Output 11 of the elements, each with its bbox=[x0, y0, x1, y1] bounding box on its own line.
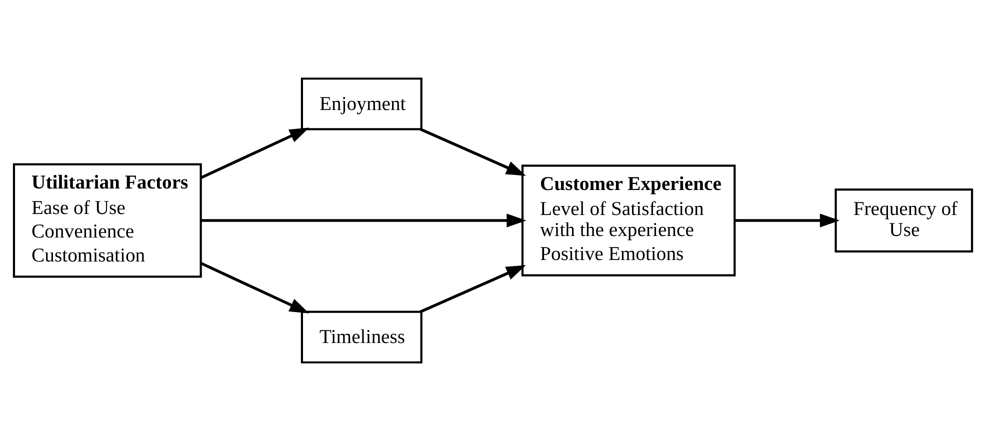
node-box: Enjoyment bbox=[300, 78, 422, 130]
arrow bbox=[420, 128, 526, 176]
arrow bbox=[734, 214, 840, 228]
node-box: Customer Experience Level of Satisfaction with the experience Positive Emotions bbox=[521, 164, 736, 276]
arrow bbox=[420, 265, 526, 314]
node-box: Frequency of Use bbox=[834, 188, 974, 252]
arrow bbox=[200, 214, 526, 228]
arrow bbox=[200, 128, 310, 180]
node-box: Timeliness bbox=[300, 310, 422, 364]
node-box: Utilitarian Factors Ease of Use Convenience Customisation bbox=[12, 163, 202, 278]
arrow bbox=[200, 262, 310, 314]
